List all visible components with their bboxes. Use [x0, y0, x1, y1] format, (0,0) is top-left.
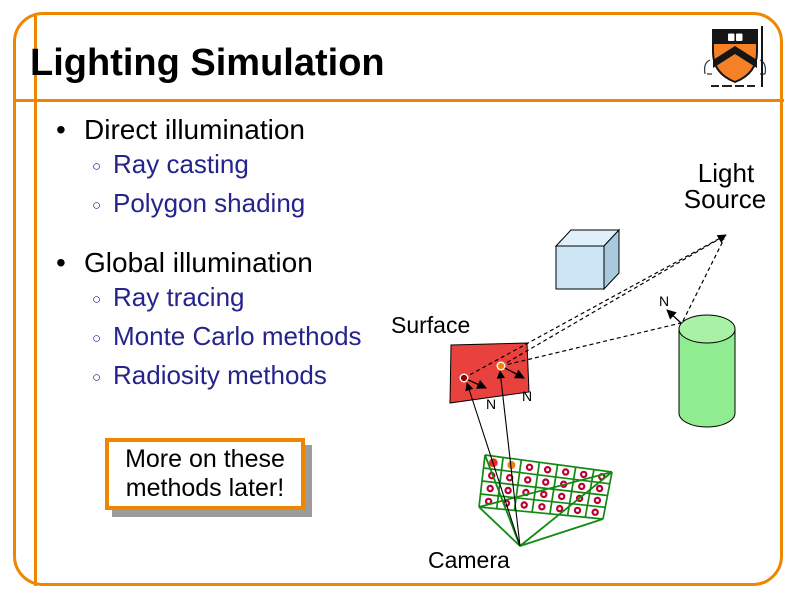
label-light-source-line1: Light — [698, 158, 755, 188]
subbullet-ray-casting: ○Ray casting — [92, 146, 430, 185]
label-normal-b: N — [486, 396, 496, 412]
pixel-sample-dot — [538, 503, 546, 511]
shadow-ray-cylinder-to-light — [682, 238, 725, 322]
bullet-direct-illumination: •Direct illumination — [56, 114, 305, 145]
bullet-global-illumination: •Global illumination — [56, 247, 313, 278]
pixel-sample-dot — [525, 463, 534, 471]
sample-point-a — [496, 361, 506, 371]
cube-shape — [554, 228, 621, 291]
pixel-sample-dot — [540, 490, 548, 499]
pixel-sample-dot — [562, 468, 570, 476]
label-normal-cylinder: N — [659, 293, 669, 309]
pixel-sample-dot — [578, 482, 586, 491]
callout-box: More on these methods later! — [105, 438, 305, 510]
surface-quad — [449, 342, 530, 404]
shield-supporters — [703, 59, 767, 75]
camera-ray-b — [465, 382, 521, 547]
pixel-sample-dot — [595, 484, 604, 493]
cylinder-shape — [678, 314, 736, 428]
shadow-ray-b-to-light — [463, 235, 725, 379]
pixel-sample-dot — [591, 508, 599, 516]
slide-title: Lighting Simulation — [30, 42, 385, 84]
bullet-circle: ○ — [92, 158, 102, 175]
subbullet-polygon-shading: ○Polygon shading — [92, 185, 430, 224]
pixel-sample-dot — [486, 484, 494, 493]
pixel-sample-dot — [520, 501, 528, 509]
bullet-group-global: •Global illumination ○Ray tracing ○Monte… — [0, 246, 430, 396]
subbullet-ray-tracing: ○Ray tracing — [92, 279, 430, 318]
shield-icon — [703, 29, 767, 87]
label-surface: Surface — [391, 312, 470, 338]
pixel-sample-dot — [556, 504, 564, 513]
pixel-sample-dot — [573, 506, 582, 515]
callout-line-2: methods later! — [125, 474, 285, 502]
view-frustum — [478, 454, 613, 547]
pixel-sample-dot — [524, 476, 532, 484]
bullet-group-direct: •Direct illumination ○Ray casting ○Polyg… — [0, 113, 430, 224]
callout-line-1: More on these — [125, 445, 285, 473]
left-accent-line — [34, 16, 37, 586]
pixel-sample-dot — [504, 486, 512, 495]
subbullet-monte-carlo: ○Monte Carlo methods — [92, 318, 430, 357]
princeton-logo — [703, 29, 767, 87]
pixel-sample-dot — [580, 470, 588, 479]
bullet-dot: • — [56, 247, 66, 278]
camera-rays — [465, 370, 521, 547]
label-normal-a: N — [522, 388, 532, 404]
pixel-sample-dot — [507, 461, 516, 469]
outline-list: •Direct illumination ○Ray casting ○Polyg… — [0, 113, 430, 418]
pixel-sample-dot — [543, 466, 552, 474]
pixel-sample-dot — [542, 478, 550, 486]
slide-border — [13, 12, 783, 586]
bullet-circle: ○ — [92, 369, 102, 386]
label-light-source-line2: Source — [684, 184, 766, 214]
pixel-sample-dot — [593, 496, 602, 505]
pixel-sample-dot — [558, 492, 566, 501]
title-underline — [14, 99, 784, 102]
bullet-dot: • — [56, 114, 66, 145]
book-icon — [728, 33, 735, 41]
shadow-ray-a-to-light — [500, 234, 727, 367]
bullet-circle: ○ — [92, 330, 102, 347]
subbullet-radiosity: ○Radiosity methods — [92, 357, 430, 396]
camera-ray-a — [496, 370, 521, 547]
shadow-rays — [463, 234, 727, 379]
logo-divider-line — [761, 26, 763, 87]
bullet-circle: ○ — [92, 291, 102, 308]
label-camera: Camera — [428, 547, 510, 573]
shadow-ray-a-to-cylinder — [500, 322, 682, 367]
normal-arrow-cylinder — [666, 309, 682, 324]
bullet-circle: ○ — [92, 197, 102, 214]
sample-point-b — [459, 373, 469, 383]
